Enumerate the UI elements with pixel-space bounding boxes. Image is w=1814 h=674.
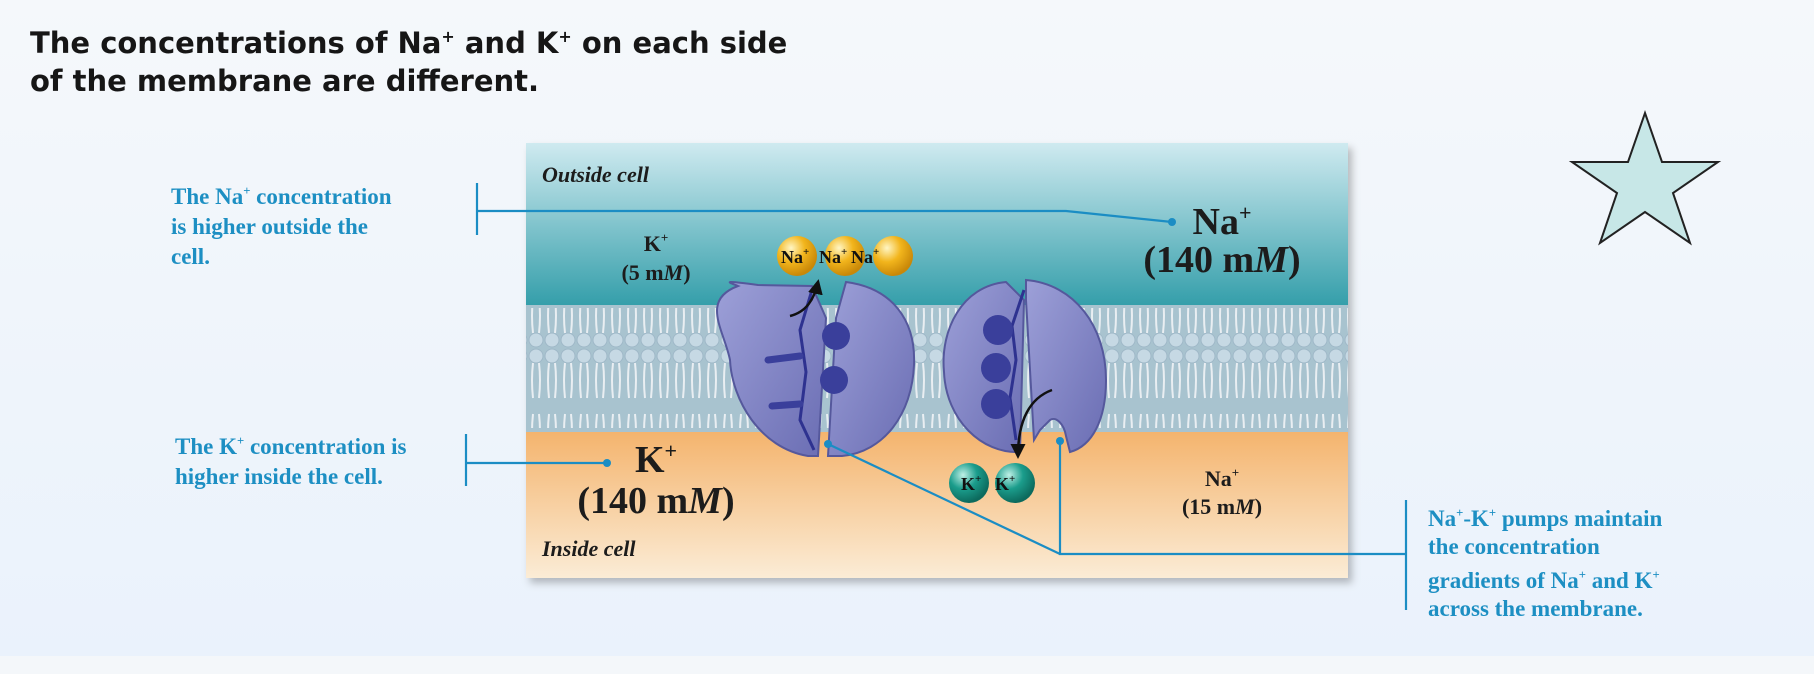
svg-text:Na+: Na+ <box>1205 465 1239 491</box>
k-ion-cluster: K+ K+ <box>949 463 1035 503</box>
na-inside-concentration: Na+ (15 mM) <box>1182 465 1262 519</box>
na-efflux-arrow <box>789 279 823 318</box>
svg-text:Na+: Na+ <box>1193 200 1252 243</box>
svg-text:K+: K+ <box>644 230 669 256</box>
sodium-potassium-pump-1 <box>716 280 916 457</box>
na-ion <box>777 236 817 276</box>
svg-text:(140 mM): (140 mM) <box>577 480 734 522</box>
k-ion <box>949 463 989 503</box>
na-ion-label: Na+ <box>819 246 847 267</box>
k-ion-label: K+ <box>995 473 1015 494</box>
svg-text:(15 mM): (15 mM) <box>1182 494 1262 519</box>
na-ion-label: Na+ <box>781 246 809 267</box>
sodium-potassium-pump-2 <box>942 278 1108 454</box>
callout-na-outside: The Na+ concentration is higher outside … <box>171 183 392 269</box>
page-title: The concentrations of Na+ and K+ on each… <box>30 26 788 99</box>
inside-cell-label: Inside cell <box>541 536 636 561</box>
outside-region <box>526 143 1348 315</box>
k-ion-label: K+ <box>961 473 981 494</box>
na-ion <box>825 236 865 276</box>
svg-text:K+: K+ <box>635 438 677 481</box>
k-inside-concentration: K+ (140 mM) <box>577 438 734 522</box>
star-icon <box>1568 109 1722 246</box>
outside-cell-label: Outside cell <box>542 162 650 187</box>
svg-text:(140 mM): (140 mM) <box>1143 239 1300 281</box>
na-outside-concentration: Na+ (140 mM) <box>1143 200 1300 281</box>
na-ion-cluster: Na+ Na+ Na+ <box>777 236 913 276</box>
lipid-heads <box>526 308 1348 428</box>
k-outside-concentration: K+ (5 mM) <box>621 230 690 285</box>
bottom-strip <box>0 656 1814 674</box>
k-ion <box>995 463 1035 503</box>
callout-k-inside: The K+ concentration is higher inside th… <box>175 433 407 489</box>
leader-lines <box>464 183 1408 610</box>
callout-pump: Na+-K+ pumps maintain the concentration … <box>1428 505 1663 621</box>
svg-text:(5 mM): (5 mM) <box>621 260 690 285</box>
k-influx-arrow <box>1010 388 1053 459</box>
na-ion-label: Na+ <box>851 246 879 267</box>
na-ion <box>873 236 913 276</box>
